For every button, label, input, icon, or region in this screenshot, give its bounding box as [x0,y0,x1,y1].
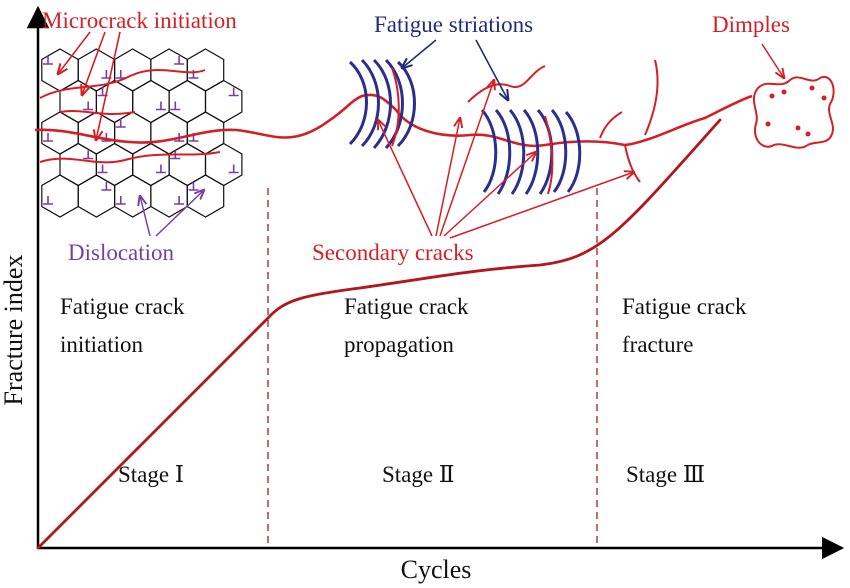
grain-cell [186,174,225,218]
dislocation-arrows [140,190,204,237]
axes [26,5,845,560]
stage-2-line-2: propagation [344,332,454,357]
dislocation-mark [83,150,94,160]
upper-crack-segment [467,65,546,103]
y-axis-label: Fracture index [0,255,28,406]
stage-3-line-1: Fatigue crack [622,294,747,319]
secondary-crack-branches [599,59,659,183]
striation-crack-1 [391,67,400,147]
dislocation-mark [43,56,53,65]
label-dimples: Dimples [712,12,790,37]
stage-1-label: Stage Ⅰ [118,462,184,487]
grain-structure [41,48,243,218]
dislocation-mark [101,182,112,191]
grain-cell [113,111,152,155]
stage-1-line-1: Fatigue crack [60,294,185,319]
dimples-shape [753,75,835,149]
grain-cell [59,142,98,187]
label-fatigue-striations: Fatigue striations [374,12,533,37]
grain-cell [168,142,207,187]
fatigue-striations-group-2 [480,108,582,195]
dislocation-mark [170,101,181,111]
dislocation-mark [188,182,199,191]
dislocation-mark [115,119,126,128]
dislocation-marks [43,56,239,205]
dislocation-mark [174,196,185,205]
grain-cell [77,111,116,155]
label-secondary-cracks: Secondary cracks [312,240,474,265]
stage-3-label: Stage Ⅲ [626,462,705,487]
dislocation-mark [155,101,166,111]
dislocation-mark [115,196,126,205]
microcrack-branches [39,69,221,164]
label-dislocation: Dislocation [68,240,175,265]
x-axis-label: Cycles [401,555,472,584]
stage-2-line-1: Fatigue crack [344,294,469,319]
stage-1-line-2: initiation [60,332,144,357]
microcrack-arrows [58,31,121,140]
grain-cell [204,142,243,187]
grain-cell [150,111,188,155]
striation-crack-2 [544,115,554,195]
dislocation-mark [174,56,185,65]
dimples-arrow [761,43,784,78]
dislocation-mark [228,164,239,174]
dislocation-mark [43,133,53,142]
fracture-index-curve [36,118,722,550]
stage-3-line-2: fracture [622,332,694,357]
grain-cell [132,142,170,187]
striation-arrows [402,39,508,100]
stage-2-text: Fatigue crack propagation Stage Ⅱ [344,294,469,487]
label-microcrack-initiation: Microcrack initiation [42,8,237,33]
dislocation-mark [228,87,239,97]
stage-2-label: Stage Ⅱ [382,462,454,487]
dislocation-mark [115,70,126,79]
dislocation-mark [83,101,94,111]
stage-1-text: Fatigue crack initiation Stage Ⅰ [60,294,185,487]
grain-cell [77,174,116,218]
fatigue-striations-group-1 [348,58,416,150]
dislocation-mark [43,196,53,205]
dislocation-mark [155,164,166,174]
stage-3-text: Fatigue crack fracture Stage Ⅲ [622,294,747,487]
dislocation-mark [97,164,108,174]
main-crack-path [34,93,753,148]
grain-cell [204,79,243,124]
secondary-crack-arrows [378,80,634,239]
grain-cell [132,79,170,124]
